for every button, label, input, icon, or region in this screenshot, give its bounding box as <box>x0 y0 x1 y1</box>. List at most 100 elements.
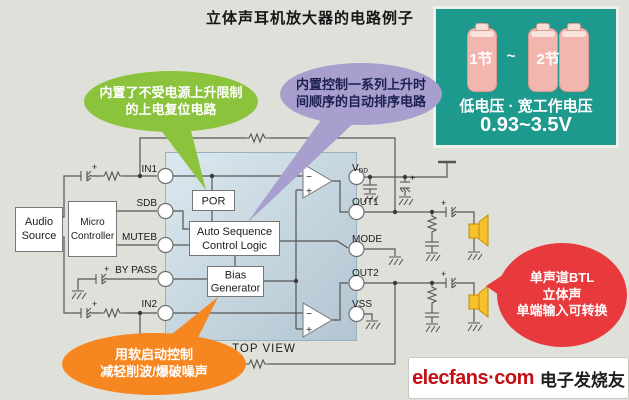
opamp2-plus: + <box>306 325 312 336</box>
plus-mark-cap-out2: + <box>441 269 446 279</box>
wire-seq-to-mode <box>279 240 349 249</box>
elecfans-chinese-name: 电子发烧友 <box>539 370 625 391</box>
opamp-1 <box>302 163 333 199</box>
pin-label-vdd: VDD <box>352 163 368 175</box>
audio-source-block <box>15 207 63 252</box>
purple-callout-tail <box>247 113 358 223</box>
voltage-caption: 低电压 · 宽工作电压 <box>459 98 593 115</box>
callout-por-line1: 内置了不受电源上升限制 <box>99 84 243 100</box>
battery-top-band <box>562 31 586 37</box>
schematic-labels: IN1 SDB MUTEB BY PASS IN2 VDD OUT1 MODE … <box>22 162 447 355</box>
callout-btl-line2: 立体声 <box>542 286 582 302</box>
pin-out2 <box>348 274 365 292</box>
capacitor-in2 <box>80 307 92 319</box>
pin-vss <box>348 305 365 323</box>
bias-label-1: Bias <box>225 270 247 282</box>
callout-softstart-line2: 减轻削波/爆破噪声 <box>100 364 208 379</box>
ground-vss <box>365 320 381 330</box>
callout-sequencer-line2: 间顺序的自动排序电路 <box>295 94 426 109</box>
capacitor-bypass <box>95 273 107 285</box>
callout-softstart: 用软启动控制 减轻削波/爆破噪声 <box>62 333 246 395</box>
plus-mark-cap-out1: + <box>441 198 446 208</box>
ground-speaker2 <box>467 322 483 332</box>
opamp1-minus: − <box>306 172 312 183</box>
battery-top-band <box>470 31 494 37</box>
top-view-label: TOP VIEW <box>232 343 296 355</box>
blocks <box>15 163 333 338</box>
wire-mcu-outputs <box>116 210 157 246</box>
pin-in1 <box>157 167 174 185</box>
battery-top-band <box>531 31 555 37</box>
resistor-feedback-bottom <box>245 359 270 369</box>
ic-pins <box>157 167 365 323</box>
battery-range-tilde: ~ <box>506 48 516 65</box>
resistor-in1 <box>100 171 125 181</box>
pin-label-bypass: BY PASS <box>115 265 157 276</box>
wire-out2-net <box>364 282 475 323</box>
capacitor-out2-shunt <box>424 312 440 318</box>
audio-source-label-1: Audio <box>25 216 53 228</box>
pin-label-in2: IN2 <box>141 299 157 310</box>
battery-cap <box>567 23 581 31</box>
battery-count-two: 2节 <box>536 51 560 68</box>
capacitor-out1-shunt <box>424 241 440 247</box>
pin-vdd <box>348 168 365 186</box>
callout-sequencer-line1: 内置控制一系列上升时 <box>295 77 426 93</box>
battery-cap <box>475 23 489 31</box>
wire-mode-gnd <box>364 248 396 256</box>
capacitor-vdd-bulk <box>399 181 411 193</box>
resistor-out2-shunt <box>427 283 437 308</box>
bias-label-2: Generator <box>211 283 261 295</box>
pin-label-out1: OUT1 <box>352 197 379 208</box>
ground-bypass <box>71 290 87 300</box>
pin-sdb <box>157 202 174 220</box>
resistor-feedback-top <box>245 133 270 143</box>
mcu-label-1: Micro <box>80 217 105 228</box>
battery-pair-right <box>559 23 589 92</box>
elecfans-wordmark: elecfans·com <box>412 366 534 389</box>
ground-vdd-2 <box>398 196 414 206</box>
callout-btl: 单声道BTL 立体声 单端输入可转换 <box>497 243 627 347</box>
bias-generator-block <box>207 266 264 297</box>
capacitor-in1 <box>80 170 92 182</box>
battery-count-one: 1节 <box>469 51 493 68</box>
mcu-label-2: Controller <box>71 231 115 242</box>
opamp2-minus: − <box>306 309 312 320</box>
pin-muteb <box>157 236 174 254</box>
callout-sequencer: 内置控制一系列上升时 间顺序的自动排序电路 <box>280 63 442 125</box>
speaker-left-channel <box>468 213 489 248</box>
plus-mark-cap-bypass: + <box>104 264 109 274</box>
callout-softstart-line1: 用软启动控制 <box>114 347 193 363</box>
battery-feature-panel: 1节 ~ 2节 低电压 · 宽工作电压 0.93~3.5V <box>433 6 619 148</box>
ground-mode <box>388 256 404 266</box>
capacitor-vdd-ceramic <box>362 184 378 190</box>
pin-label-out2: OUT2 <box>352 268 379 279</box>
plus-mark-cap-vdd: + <box>410 173 415 183</box>
ground-speaker1 <box>467 251 483 261</box>
wire-amp1-out <box>332 180 348 213</box>
wire-bias-ref <box>263 189 303 330</box>
plus-mark-cap-in1: + <box>92 162 97 172</box>
callout-btl-line3: 单端输入可转换 <box>516 303 608 319</box>
auto-sequence-label-2: Control Logic <box>202 240 267 252</box>
wire-sdb-internal <box>173 210 189 230</box>
junction-dots <box>137 173 435 316</box>
ground-out2-shunt <box>425 323 441 333</box>
battery-cap <box>536 23 550 31</box>
por-label: POR <box>202 196 226 208</box>
opamp-2 <box>302 302 333 338</box>
pin-label-vss: VSS <box>352 299 372 310</box>
resistor-in2 <box>100 308 125 318</box>
auto-sequence-label-1: Auto Sequence <box>197 226 272 238</box>
pin-out1 <box>348 203 365 221</box>
pin-bypass <box>157 270 174 288</box>
audio-source-label-2: Source <box>22 230 57 242</box>
plus-mark-cap-in2: + <box>92 299 97 309</box>
capacitor-out1-coupling <box>445 206 457 218</box>
wire-out1-net <box>364 211 475 252</box>
elecfans-logo: elecfans·com 电子发烧友 <box>408 357 629 399</box>
ground-out1-shunt <box>425 252 441 262</box>
auto-sequence-block <box>189 221 280 256</box>
callout-por-line2: 的上电复位电路 <box>125 101 217 117</box>
